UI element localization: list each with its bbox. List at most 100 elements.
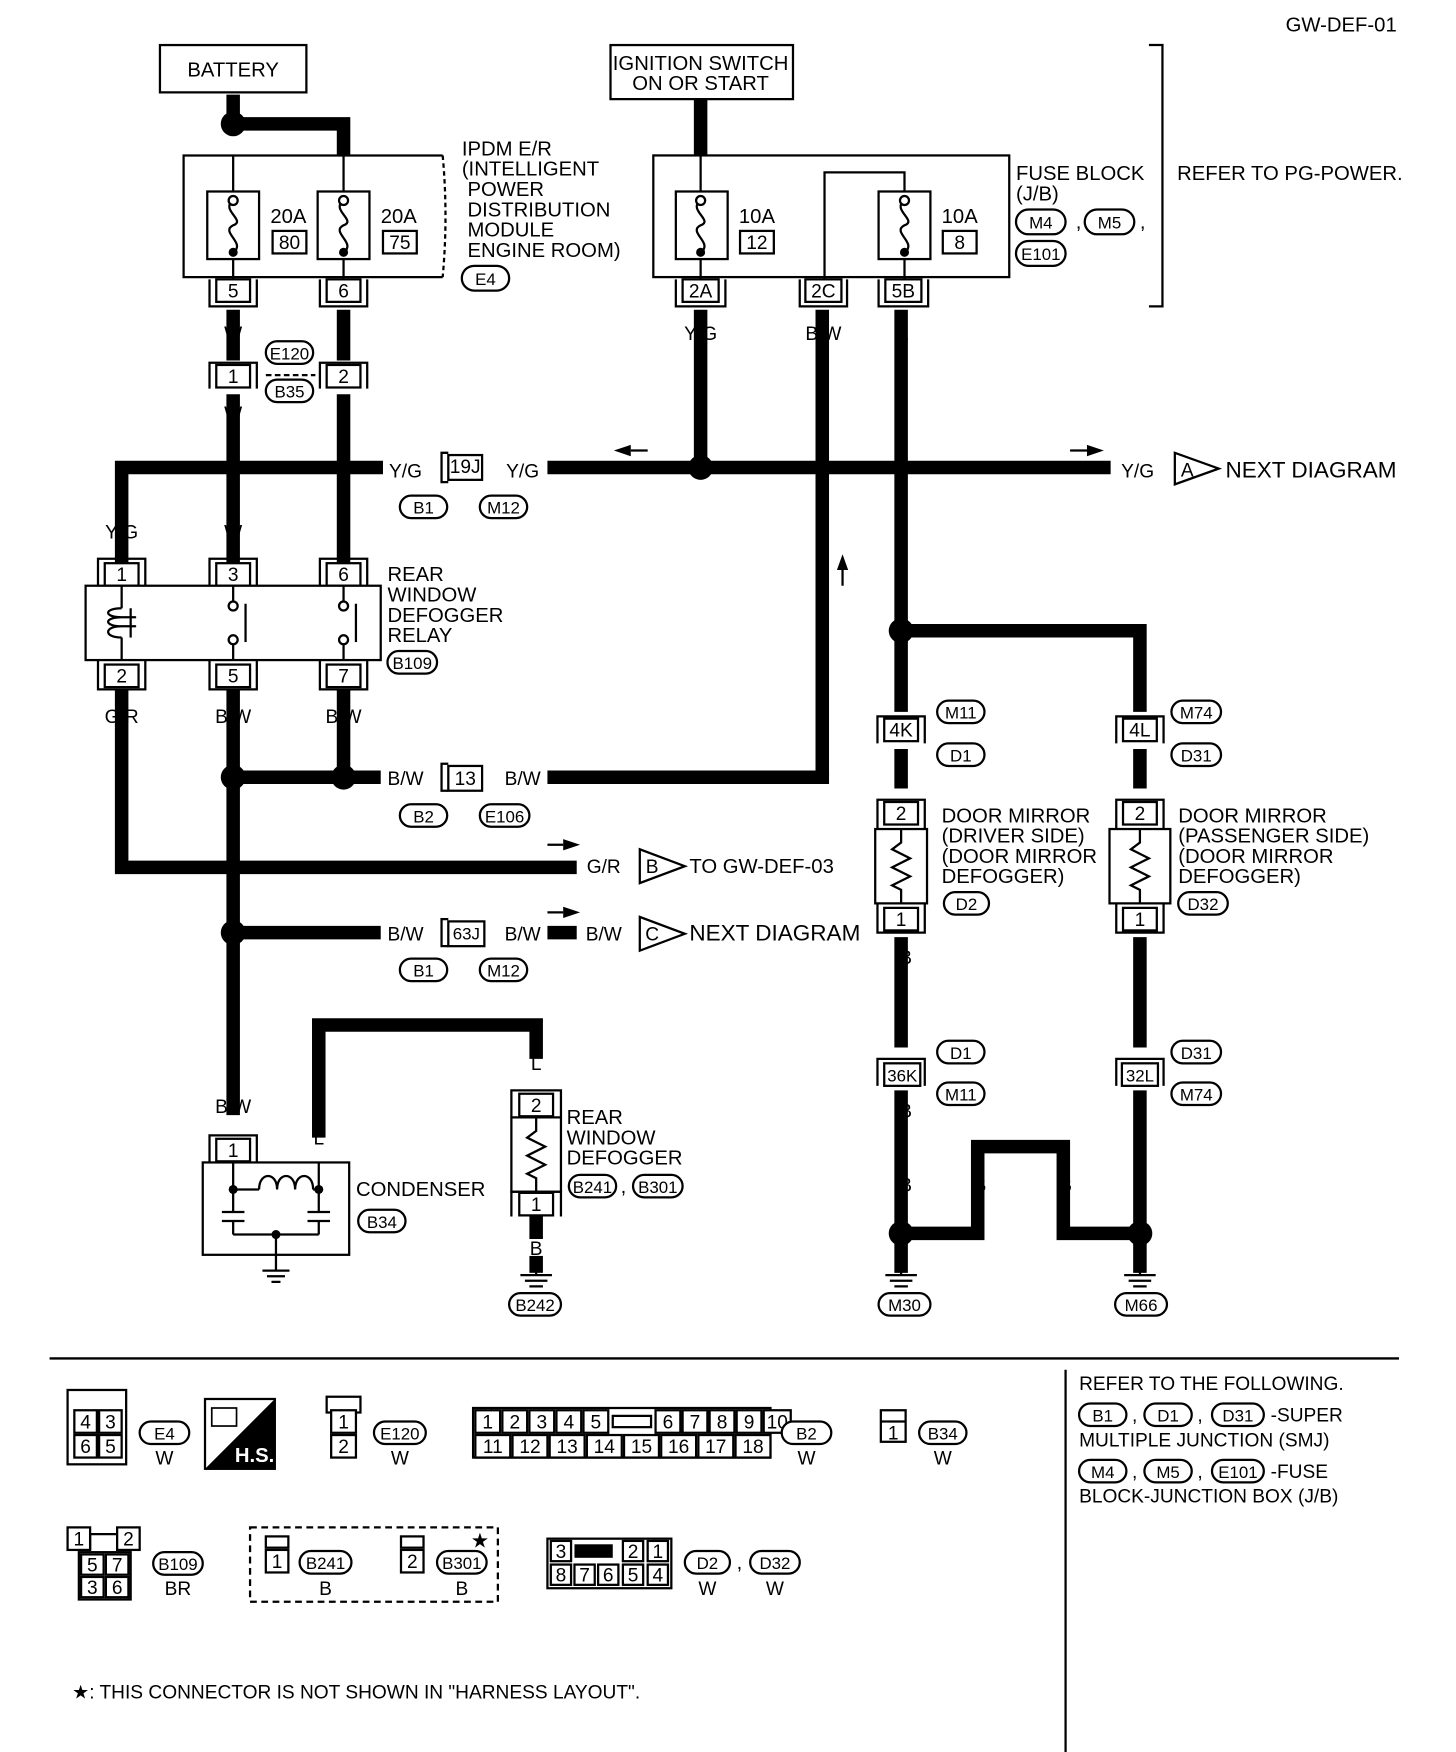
svg-text:10A: 10A — [942, 206, 979, 228]
svg-text:2: 2 — [1135, 804, 1146, 825]
pin-cell — [474, 1409, 502, 1434]
svg-text:MULTIPLE JUNCTION (SMJ): MULTIPLE JUNCTION (SMJ) — [1079, 1430, 1329, 1451]
svg-text:Y/G: Y/G — [506, 462, 539, 483]
svg-text:B/W: B/W — [805, 324, 841, 345]
svg-text:M5: M5 — [1098, 214, 1121, 233]
svg-text:B34: B34 — [928, 1425, 958, 1444]
pin-cell — [708, 1409, 736, 1434]
pin-label: 16 — [668, 1437, 689, 1458]
svg-text:H.S.: H.S. — [235, 1445, 274, 1467]
svg-text:(INTELLIGENT: (INTELLIGENT — [462, 159, 599, 181]
svg-text:M66: M66 — [1125, 1296, 1158, 1315]
svg-text:2: 2 — [338, 367, 349, 388]
svg-text:5: 5 — [87, 1555, 98, 1576]
svg-text:1: 1 — [272, 1552, 283, 1573]
ignition-switch-box: IGNITION SWITCH ON OR START — [609, 43, 795, 101]
svg-text:2: 2 — [896, 804, 907, 825]
svg-text:-SUPER: -SUPER — [1271, 1406, 1343, 1427]
legend-b2-id: B2 — [796, 1425, 817, 1444]
svg-text:2: 2 — [531, 1096, 542, 1117]
svg-text:NEXT DIAGRAM: NEXT DIAGRAM — [1226, 458, 1397, 483]
pin-cell — [528, 1409, 556, 1434]
svg-text:6: 6 — [338, 565, 349, 586]
pin-label: 11 — [483, 1437, 503, 1458]
pin-label: 14 — [594, 1437, 616, 1458]
pin-label: 1 — [482, 1412, 493, 1433]
bw-row-63j: B/W 63J B/W B/W B1 M12 C NEXT DIAGRAM — [387, 915, 860, 983]
svg-text:Y/G: Y/G — [1121, 462, 1154, 483]
svg-text:M74: M74 — [1180, 1085, 1213, 1104]
pin-label: 2 — [509, 1412, 520, 1433]
legend-b34: 1 B34 W — [879, 1409, 968, 1469]
svg-text:B: B — [1134, 1176, 1147, 1197]
svg-text:IGNITION SWITCH: IGNITION SWITCH — [613, 53, 789, 75]
pin-label: 18 — [742, 1437, 763, 1458]
ipdm-pins: 5 6 W R — [208, 278, 369, 345]
svg-text:5: 5 — [105, 1437, 116, 1458]
pin-label: 4 — [564, 1412, 575, 1433]
fuse-block: 10A 12 10A 8 FUSE BLOCK (J/B) M4 , M5 , … — [652, 43, 1403, 308]
svg-text:6: 6 — [603, 1565, 614, 1586]
svg-text:2A: 2A — [689, 281, 713, 302]
svg-text:D31: D31 — [1181, 746, 1212, 765]
svg-text:D1: D1 — [1157, 1407, 1179, 1426]
svg-text:1: 1 — [338, 1412, 349, 1433]
svg-text:7: 7 — [112, 1555, 123, 1576]
pin-label: 12 — [519, 1437, 540, 1458]
pin-cell — [501, 1409, 529, 1434]
svg-text:R: R — [337, 324, 351, 345]
svg-text:DISTRIBUTION: DISTRIBUTION — [467, 199, 610, 221]
svg-text:M12: M12 — [487, 499, 520, 518]
pin-label: 5 — [591, 1412, 602, 1433]
svg-text:1: 1 — [74, 1529, 85, 1550]
yg-row: Y/G 19J Y/G B1 M12 Y/G A NEXT DIAGRAM — [389, 451, 1397, 520]
rear-window-defogger: L 2 1 B B242 REAR WINDOW DEFOGGER B241 ,… — [508, 1054, 684, 1317]
fuse-block-pins: 2A 2C 5B Y/G B/W L — [674, 278, 930, 345]
svg-text:,: , — [1197, 1406, 1202, 1427]
svg-text:(DRIVER SIDE): (DRIVER SIDE) — [942, 826, 1085, 848]
svg-text:B109: B109 — [158, 1555, 197, 1574]
svg-text:1: 1 — [228, 1141, 239, 1162]
svg-text:8: 8 — [954, 233, 965, 254]
svg-text:7: 7 — [338, 667, 349, 688]
svg-text:FUSE BLOCK: FUSE BLOCK — [1016, 163, 1145, 185]
svg-text:D32: D32 — [759, 1554, 790, 1573]
pin-cell — [660, 1433, 698, 1459]
svg-text:B: B — [530, 1239, 543, 1260]
svg-text:3: 3 — [105, 1412, 116, 1433]
svg-text:Y/G: Y/G — [684, 324, 717, 345]
svg-text:L: L — [531, 1054, 542, 1075]
svg-text:,: , — [1140, 212, 1146, 234]
svg-text:ON OR START: ON OR START — [632, 73, 769, 95]
svg-text:7: 7 — [579, 1565, 590, 1586]
svg-text:2C: 2C — [811, 281, 836, 302]
svg-text:13: 13 — [455, 769, 476, 790]
svg-text:ENGINE ROOM): ENGINE ROOM) — [467, 240, 620, 262]
svg-text:E4: E4 — [154, 1425, 175, 1444]
svg-text:80: 80 — [279, 233, 300, 254]
svg-text:TO GW-DEF-03: TO GW-DEF-03 — [689, 856, 834, 878]
svg-text:3: 3 — [87, 1578, 98, 1599]
pin-label: 6 — [663, 1412, 674, 1433]
svg-text:5B: 5B — [892, 281, 915, 302]
svg-text:G/R: G/R — [105, 707, 139, 728]
svg-text:B: B — [646, 857, 659, 878]
svg-text:B: B — [455, 1579, 468, 1600]
svg-text:(DOOR MIRROR: (DOOR MIRROR — [942, 846, 1097, 868]
pin-cell — [735, 1409, 763, 1434]
pin-label: 3 — [536, 1412, 547, 1433]
svg-text:Y/G: Y/G — [105, 522, 138, 543]
svg-text:63J: 63J — [453, 924, 480, 943]
legend-b2-color: W — [797, 1448, 815, 1469]
condenser: B/W L 1 CONDENSER B34 — [201, 1097, 485, 1283]
pin-cell — [697, 1433, 735, 1459]
hs-icon: H.S. — [203, 1397, 276, 1470]
pin-label: 15 — [631, 1437, 652, 1458]
svg-text:1: 1 — [228, 367, 239, 388]
svg-text:4L: 4L — [1129, 721, 1150, 742]
svg-text:WINDOW: WINDOW — [567, 1127, 657, 1149]
svg-text:B: B — [899, 1101, 912, 1122]
svg-text:B/W: B/W — [505, 769, 541, 790]
